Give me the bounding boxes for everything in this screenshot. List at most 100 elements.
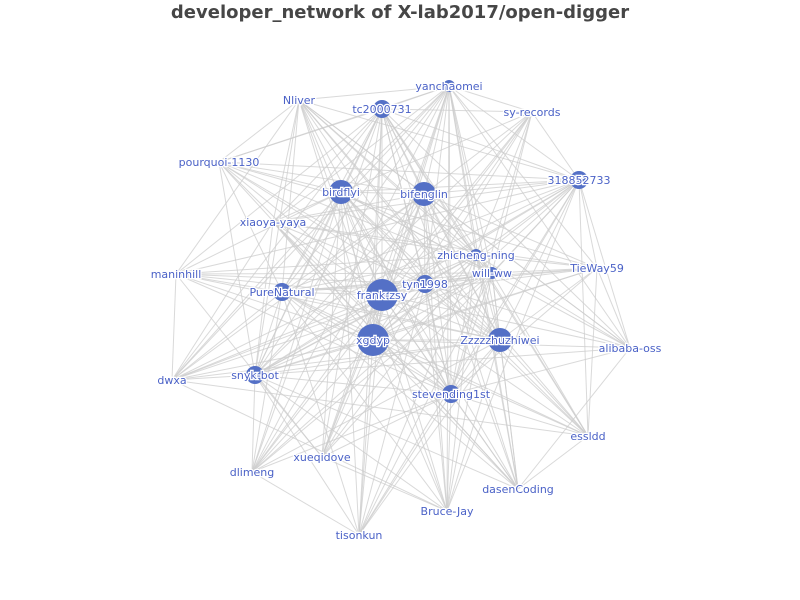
edge-yanchaomei-alibaba-oss <box>448 85 631 349</box>
node-label-Zzzzzhuzhiwei: Zzzzzhuzhiwei <box>460 334 539 347</box>
edge-xgdyp-xueqidove <box>321 339 374 458</box>
edge-bifenglin-yanchaomei <box>423 85 450 195</box>
chart-title: developer_network of X-lab2017/open-digg… <box>170 2 630 23</box>
node-label-bifenglin: bifenglin <box>400 188 448 201</box>
edge-stevending1st-Bruce-Jay <box>446 393 452 512</box>
edge-essldd-Nliver <box>298 99 589 437</box>
node-yanchaomei[interactable] <box>443 80 455 92</box>
edge-PureNatural-Nliver <box>281 99 300 293</box>
edge-zhicheng-ning-tisonkun <box>358 254 477 536</box>
edge-Nliver-xiaoya-yaya <box>272 99 300 223</box>
edge-yanchaomei-pourquoi-1130 <box>218 85 450 163</box>
node-label-dwxa: dwxa <box>157 374 186 387</box>
edge-snyk-bot-TieWay59 <box>254 267 598 376</box>
node-label-Nliver: Nliver <box>283 94 316 107</box>
edge-snyk-bot-alibaba-oss <box>254 347 631 376</box>
node-label-birdflyi: birdflyi <box>322 186 360 199</box>
edge-tc2000731-essldd <box>381 108 589 437</box>
edge-snyk-bot-dasenCoding <box>254 374 519 490</box>
edge-will-ww-Nliver <box>298 99 493 274</box>
edge-tc2000731-snyk-bot <box>254 108 383 376</box>
edge-zhicheng-ning-sy-records <box>475 111 533 256</box>
edge-maninhill-dwxa <box>171 273 177 381</box>
edge-dwxa-Bruce-Jay <box>171 379 448 512</box>
node-stevending1st[interactable] <box>442 385 460 403</box>
edge-dlimeng-tisonkun <box>251 471 360 536</box>
node-label-pourquoi-1130: pourquoi-1130 <box>179 156 260 169</box>
edge-318852733-TieWay59 <box>578 179 598 269</box>
edge-PureNatural-yanchaomei <box>281 85 450 293</box>
node-label-dasenCoding: dasenCoding <box>482 483 554 496</box>
edge-318852733-Bruce-Jay <box>446 179 580 512</box>
edge-318852733-zhicheng-ning <box>475 179 580 256</box>
edge-PureNatural-maninhill <box>175 273 283 293</box>
edge-yanchaomei-dlimeng <box>251 85 450 473</box>
edge-will-ww-yanchaomei <box>448 85 493 274</box>
node-318852733[interactable] <box>570 171 588 189</box>
edge-snyk-bot-sy-records <box>254 111 533 376</box>
node-tc2000731[interactable] <box>373 100 391 118</box>
nodes-group <box>246 80 588 403</box>
node-Zzzzzhuzhiwei[interactable] <box>488 328 512 352</box>
edge-stevending1st-dlimeng <box>251 393 452 473</box>
edge-tyn1998-xueqidove <box>321 283 426 458</box>
node-label-frank-zsy: frank-zsy <box>357 289 408 302</box>
edge-PureNatural-dasenCoding <box>281 291 519 490</box>
edge-birdflyi-tisonkun <box>340 191 360 536</box>
edge-snyk-bot-pourquoi-1130 <box>218 161 256 376</box>
edge-tc2000731-will-ww <box>381 108 493 274</box>
edge-stevending1st-tc2000731 <box>381 108 452 395</box>
node-bifenglin[interactable] <box>412 182 436 206</box>
edge-snyk-bot-xiaoya-yaya <box>254 221 274 376</box>
edge-snyk-bot-318852733 <box>254 179 580 376</box>
edge-birdflyi-318852733 <box>340 179 580 193</box>
edge-Zzzzzhuzhiwei-stevending1st <box>450 339 501 395</box>
edge-will-ww-TieWay59 <box>491 267 598 274</box>
edge-tc2000731-alibaba-oss <box>381 108 631 349</box>
edge-318852733-pourquoi-1130 <box>218 161 580 181</box>
node-birdflyi[interactable] <box>329 180 353 204</box>
edge-yanchaomei-Nliver <box>298 85 450 101</box>
node-label-PureNatural: PureNatural <box>249 286 314 299</box>
edge-stevending1st-xueqidove <box>321 393 452 458</box>
edge-stevending1st-yanchaomei <box>448 85 452 395</box>
node-label-318852733: 318852733 <box>548 174 611 187</box>
edge-yanchaomei-dwxa <box>171 85 450 381</box>
node-frank-zsy[interactable] <box>366 279 398 311</box>
node-label-snyk-bot: snyk-bot <box>231 369 279 382</box>
edge-stevending1st-pourquoi-1130 <box>218 161 452 395</box>
edge-will-ww-318852733 <box>491 179 580 274</box>
edge-yanchaomei-xueqidove <box>321 85 450 458</box>
edge-stevending1st-tisonkun <box>358 393 452 536</box>
edge-bifenglin-PureNatural <box>281 193 425 293</box>
edge-sy-records-will-ww <box>491 111 533 274</box>
edge-yanchaomei-dasenCoding <box>448 85 519 490</box>
node-PureNatural[interactable] <box>273 283 291 301</box>
node-tyn1998[interactable] <box>416 275 434 293</box>
edge-will-ww-dlimeng <box>251 272 493 473</box>
node-will-ww[interactable] <box>486 267 498 279</box>
edge-xgdyp-essldd <box>372 339 589 437</box>
edge-dasenCoding-xiaoya-yaya <box>272 221 519 490</box>
edge-stevending1st-snyk-bot <box>254 374 452 395</box>
edge-xgdyp-dwxa <box>171 339 374 381</box>
edge-snyk-bot-tisonkun <box>254 374 360 536</box>
node-xgdyp[interactable] <box>357 324 389 356</box>
edge-yanchaomei-TieWay59 <box>448 85 598 269</box>
node-label-yanchaomei: yanchaomei <box>415 80 482 93</box>
edge-zhicheng-ning-Bruce-Jay <box>446 254 477 512</box>
node-label-essldd: essldd <box>570 430 605 443</box>
node-snyk-bot[interactable] <box>246 366 264 384</box>
edge-yanchaomei-318852733 <box>448 85 580 181</box>
edge-PureNatural-dwxa <box>171 291 283 381</box>
edge-zhicheng-ning-xueqidove <box>321 254 477 458</box>
edge-frank-zsy-alibaba-oss <box>381 294 631 349</box>
node-label-tc2000731: tc2000731 <box>352 103 411 116</box>
edge-yanchaomei-Bruce-Jay <box>446 85 450 512</box>
edge-bifenglin-dwxa <box>171 193 425 381</box>
edge-318852733-dwxa <box>171 179 580 381</box>
node-zhicheng-ning[interactable] <box>470 249 482 261</box>
edge-PureNatural-tisonkun <box>281 291 360 536</box>
edge-tyn1998-essldd <box>424 283 589 437</box>
